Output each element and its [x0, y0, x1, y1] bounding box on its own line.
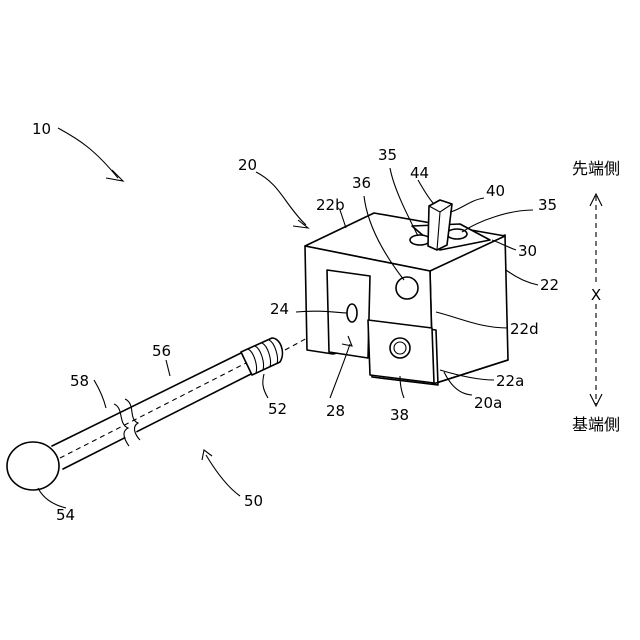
- label-22d: 22d: [510, 320, 539, 338]
- label-22b: 22b: [316, 196, 345, 214]
- label-35-right: 35: [538, 196, 557, 214]
- label-22a: 22a: [496, 372, 524, 390]
- axis-proximal-label: 基端側: [572, 415, 620, 434]
- label-22: 22: [540, 276, 559, 294]
- label-56: 56: [152, 342, 171, 360]
- label-20: 20: [238, 156, 257, 174]
- block-body: [305, 200, 508, 385]
- label-52: 52: [268, 400, 287, 418]
- label-30: 30: [518, 242, 537, 260]
- label-35-left: 35: [378, 146, 397, 164]
- label-36: 36: [352, 174, 371, 192]
- label-28: 28: [326, 402, 345, 420]
- label-10: 10: [32, 120, 51, 138]
- label-24: 24: [270, 300, 289, 318]
- label-50: 50: [244, 492, 263, 510]
- label-58: 58: [70, 372, 89, 390]
- label-40: 40: [486, 182, 505, 200]
- axis-x-label: X: [591, 286, 601, 304]
- axis-distal-label: 先端側: [572, 159, 620, 178]
- axis-x: X 先端側 基端側: [572, 159, 620, 434]
- label-20a: 20a: [474, 394, 502, 412]
- label-54: 54: [56, 506, 75, 524]
- label-44: 44: [410, 164, 429, 182]
- label-38: 38: [390, 406, 409, 424]
